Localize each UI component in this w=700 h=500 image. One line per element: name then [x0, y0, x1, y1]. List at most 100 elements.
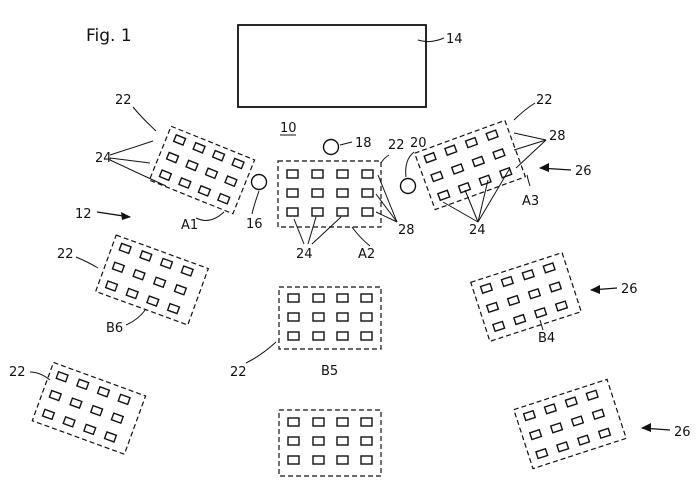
seat-group-lower-center	[278, 409, 382, 477]
seat	[576, 434, 591, 446]
seat	[82, 423, 97, 436]
group-b6-outline	[94, 234, 210, 326]
label-group-b4: B4	[538, 331, 555, 346]
seat	[555, 441, 570, 453]
camera-20-circle	[399, 177, 417, 195]
seat	[287, 293, 300, 303]
seat	[62, 415, 76, 428]
leader-line-22-b6	[75, 256, 99, 269]
seat	[286, 188, 299, 198]
seat	[528, 428, 543, 441]
seat	[180, 265, 194, 277]
seat	[172, 133, 187, 146]
leader-line-22-a1	[132, 106, 157, 132]
seat	[336, 417, 349, 427]
seat	[312, 293, 325, 303]
leader-line-16	[251, 190, 260, 215]
seat	[521, 268, 535, 281]
label-group-b6-ref: 22	[57, 247, 74, 262]
seat	[436, 189, 451, 202]
seat	[336, 293, 349, 303]
seat	[570, 415, 585, 427]
label-arrow-26-lower: 26	[674, 425, 691, 440]
label-group-b5-ref: 22	[230, 365, 247, 380]
seat	[287, 331, 300, 341]
seat	[312, 436, 325, 446]
seat	[554, 300, 569, 312]
seat	[311, 207, 324, 217]
leader-line-18	[339, 141, 353, 146]
seat	[48, 389, 63, 402]
seat	[216, 192, 231, 205]
label-overall: 12	[75, 207, 92, 222]
seat	[312, 312, 325, 322]
seat	[499, 166, 513, 179]
leader-line-20	[405, 151, 415, 178]
seat-group-a1	[148, 125, 256, 215]
seat	[55, 370, 69, 383]
seat	[117, 393, 131, 406]
seat	[286, 169, 299, 179]
seat	[96, 385, 111, 398]
leader-line-screen	[417, 37, 445, 43]
seat	[312, 455, 325, 465]
seat	[506, 294, 521, 307]
leader-line-22-b5	[245, 341, 277, 364]
seat	[564, 396, 578, 408]
leader-line-24-a2-1	[293, 218, 305, 245]
label-group-b5: B5	[321, 364, 338, 379]
seat	[443, 144, 458, 157]
seat	[423, 151, 437, 164]
seat	[165, 151, 180, 164]
leader-line-a1	[195, 211, 225, 221]
label-room: 10	[280, 121, 297, 136]
leader-line-24-a3-2	[464, 189, 479, 223]
seat	[548, 281, 563, 293]
seat	[492, 148, 506, 160]
seat	[132, 268, 146, 281]
seat-group-lower-left	[31, 361, 147, 456]
seat	[360, 331, 373, 341]
seat	[336, 312, 349, 322]
seat	[287, 436, 300, 446]
figure-title: Fig. 1	[86, 26, 132, 46]
seat	[464, 136, 479, 149]
leader-line-a3	[526, 174, 531, 187]
seat	[173, 283, 188, 296]
label-right-camera: 20	[410, 136, 427, 151]
seat	[361, 169, 374, 179]
seat	[500, 275, 515, 288]
leader-line-22-a2	[380, 154, 390, 164]
seat	[361, 188, 374, 198]
leader-line-28-a3-1	[513, 132, 547, 141]
seat	[360, 417, 373, 427]
seat	[336, 455, 349, 465]
seat	[479, 282, 494, 295]
seat-group-lower-right	[513, 378, 627, 470]
seat	[287, 417, 300, 427]
seat	[152, 276, 167, 289]
leader-line-24-a3-4	[477, 167, 511, 223]
label-group-b6: B6	[106, 321, 123, 336]
leader-line-28-a2-1	[377, 174, 398, 223]
seat-group-a2	[277, 160, 382, 228]
label-group-a1-ref: 22	[115, 93, 132, 108]
seat	[197, 184, 212, 197]
seat	[549, 422, 564, 434]
arrowhead-26-middle	[590, 285, 600, 294]
seat	[543, 403, 558, 415]
seat-group-a3	[413, 119, 527, 211]
arrowhead-26-lower	[641, 423, 651, 432]
seat	[146, 295, 160, 307]
seat	[158, 169, 173, 182]
seat	[125, 287, 139, 300]
label-left-camera: 16	[246, 217, 263, 232]
leader-line-28-a2-3	[375, 211, 398, 223]
seat	[118, 242, 132, 255]
seat	[139, 250, 153, 262]
seat	[104, 280, 119, 292]
label-group-lower-left-ref: 22	[9, 365, 26, 380]
group-b5-outline	[278, 286, 382, 350]
seat	[204, 167, 219, 180]
